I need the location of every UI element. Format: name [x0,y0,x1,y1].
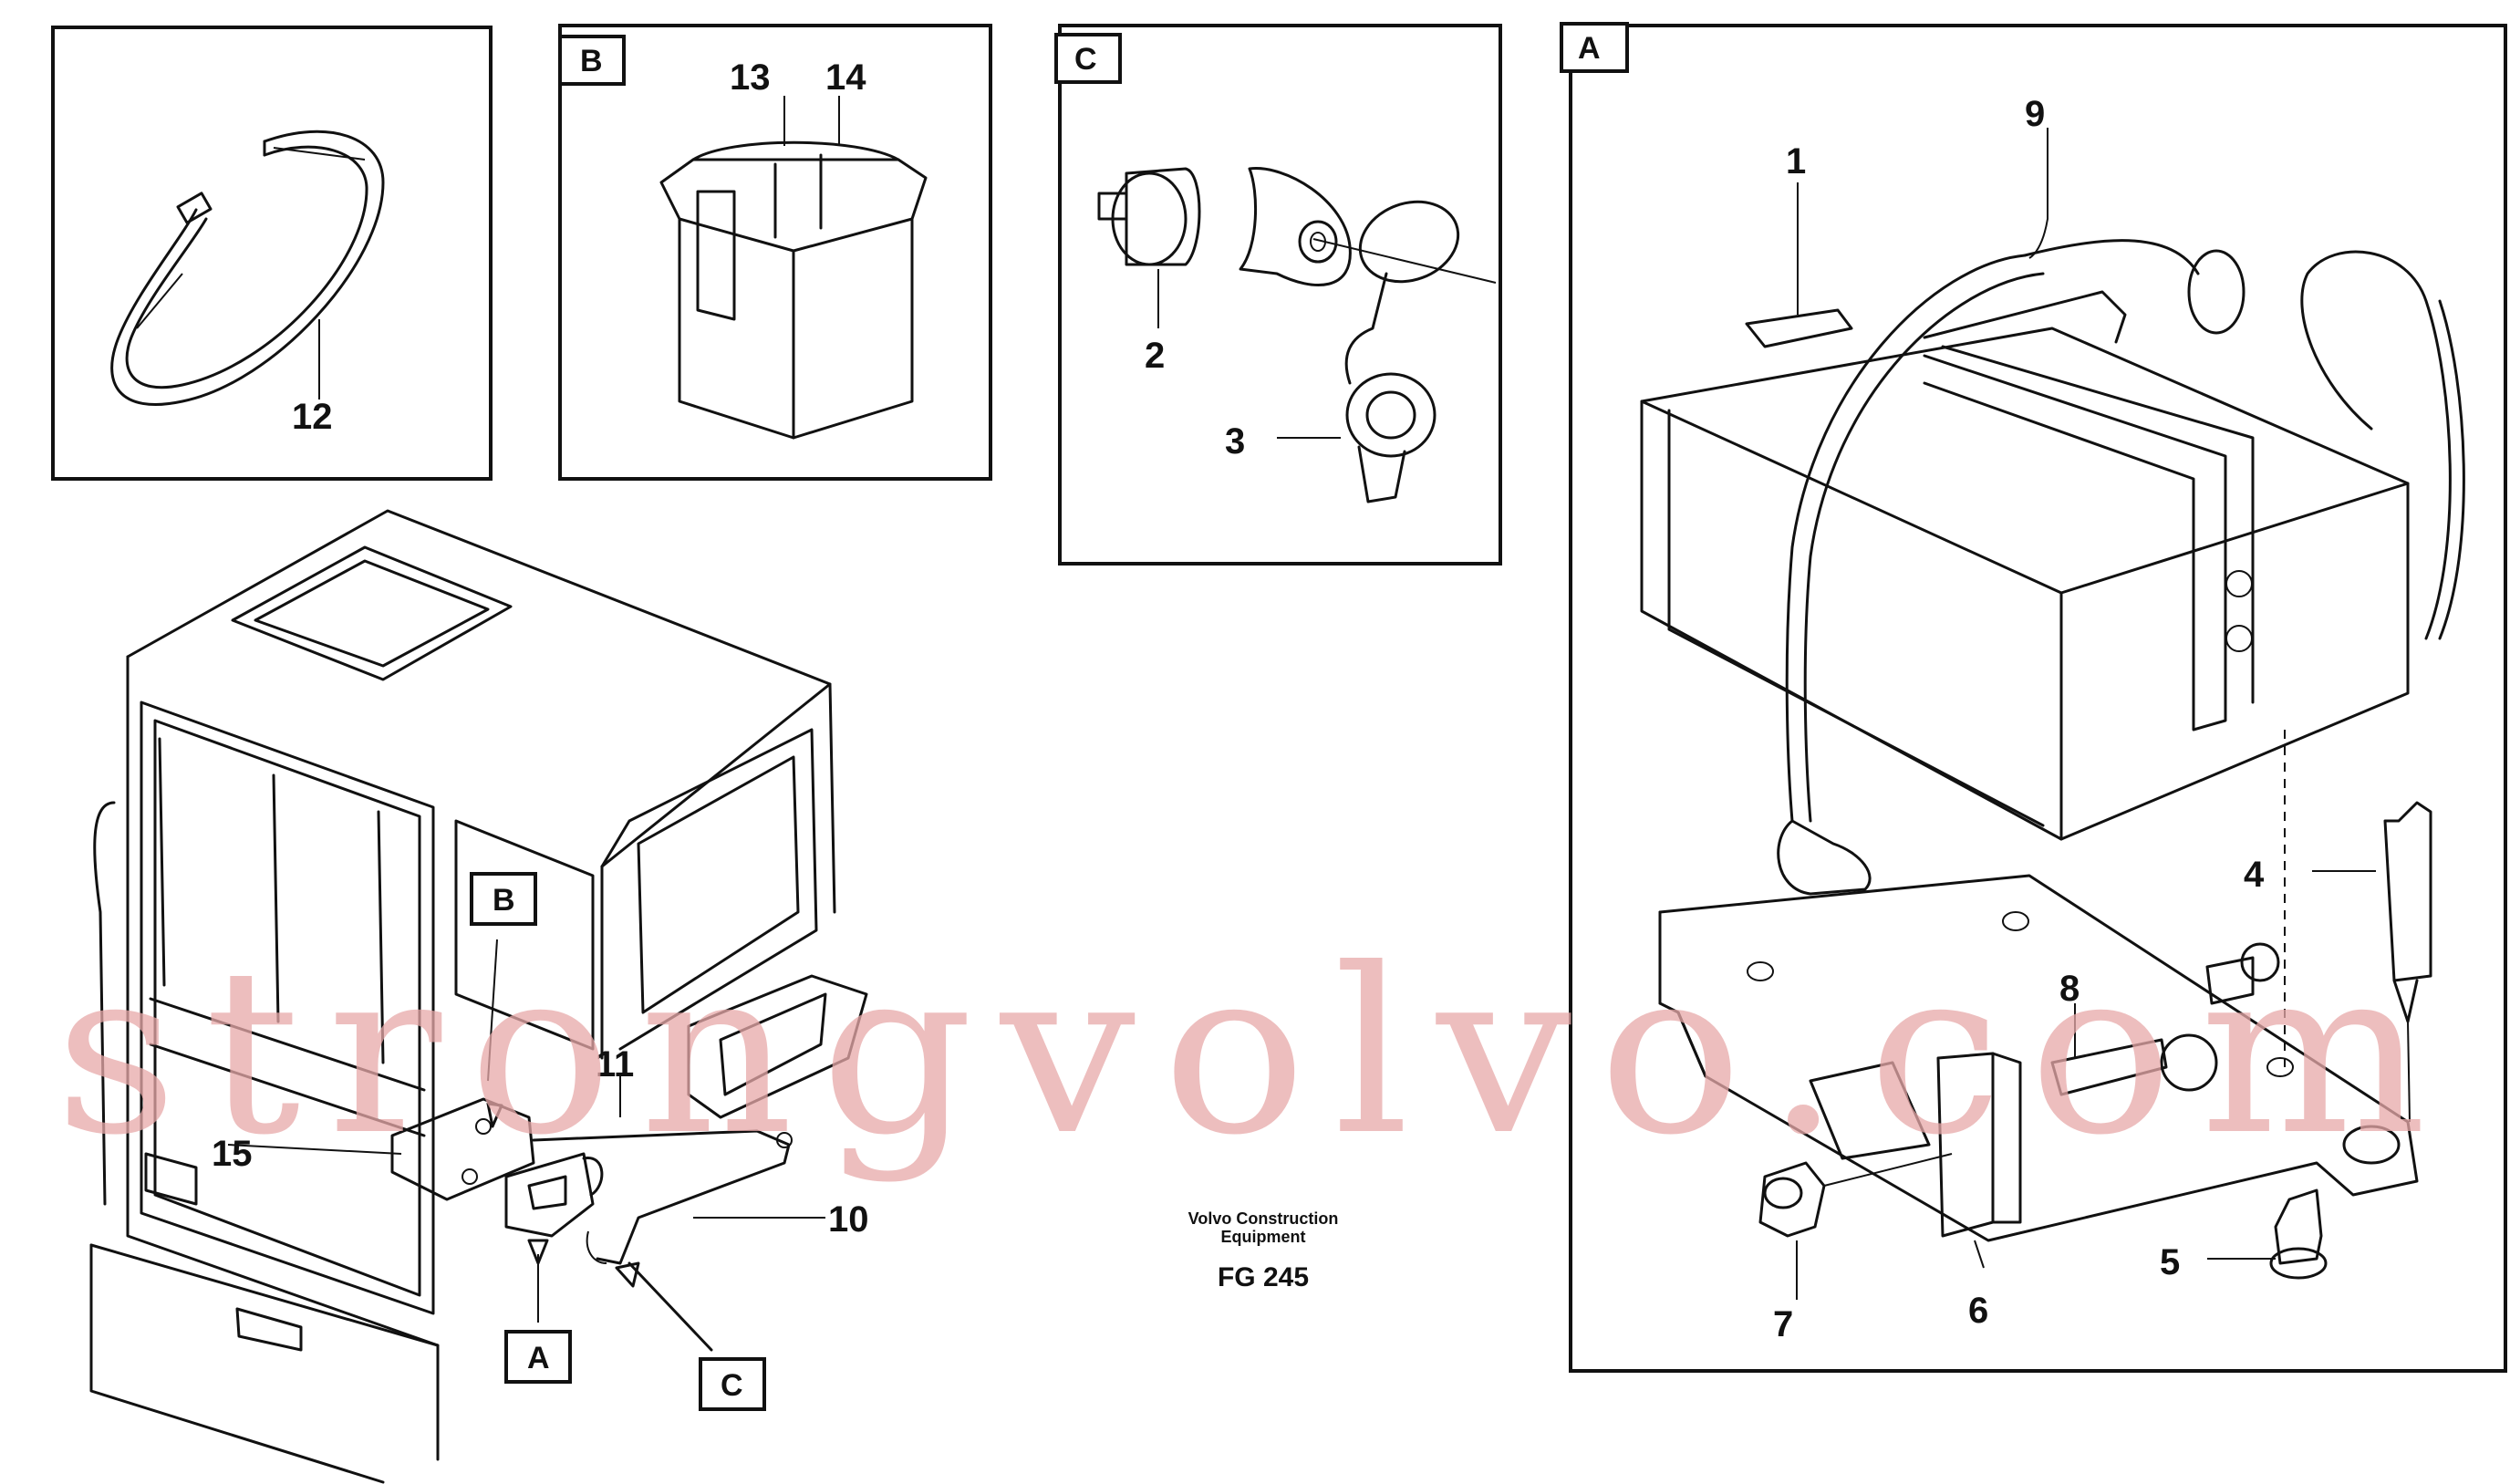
part-number-12: 12 [292,397,333,437]
battery-box-drawing [1640,128,2465,1300]
part-number-3: 3 [1225,421,1245,462]
panel-C-label-box [1054,33,1122,84]
panel-A-letter: A [1578,31,1601,66]
relay-drawing [659,96,928,440]
cab-ref-B-letter: B [493,883,515,918]
cab-ref-C-letter: C [721,1368,743,1403]
part-number-10: 10 [828,1199,869,1240]
panel-A-label-box [1560,22,1629,73]
caption-line2: Equipment [1221,1228,1306,1246]
panel-C-frame [1058,24,1502,566]
part-number-11: 11 [596,1044,634,1084]
cab-ref-A-letter: A [527,1341,550,1375]
part-number-5: 5 [2160,1242,2180,1282]
part-number-9: 9 [2025,94,2045,134]
socket-drawing [1097,167,1497,503]
part-number-4: 4 [2244,855,2265,895]
panel-B: B 13 14 [558,24,992,481]
part-number-14: 14 [825,57,866,98]
part-number-7: 7 [1773,1304,1793,1344]
panel-B-letter: B [580,44,603,78]
cab-ref-C-box [699,1357,766,1411]
caption: Volvo Construction Equipment FG 245 [1188,1209,1339,1292]
panel-B-frame [558,24,992,481]
caption-line1: Volvo Construction [1188,1209,1339,1228]
panel-C: C 2 3 [1054,24,1502,566]
part-number-1: 1 [1786,141,1806,182]
panel-B-label-box [558,35,626,86]
panel-strap-frame [51,26,493,481]
cab-ref-B-box [470,872,537,926]
panel-strap: 12 [51,26,493,481]
watermark-text: strongvolvo.com [55,919,2453,1185]
panel-A-frame [1569,24,2507,1373]
part-number-15: 15 [212,1134,253,1174]
part-number-8: 8 [2059,969,2080,1009]
part-number-13: 13 [730,57,771,98]
panel-C-letter: C [1074,42,1097,77]
cab-drawing [89,509,868,1484]
part-number-6: 6 [1968,1291,1988,1331]
panel-A: A [1560,22,2507,1373]
figure-code: FG 245 [1218,1262,1309,1292]
cab-overview: B A C 11 15 10 [89,509,869,1484]
cable-tie-drawing [110,130,385,406]
part-number-2: 2 [1145,336,1165,376]
cab-ref-A-box [504,1330,572,1384]
